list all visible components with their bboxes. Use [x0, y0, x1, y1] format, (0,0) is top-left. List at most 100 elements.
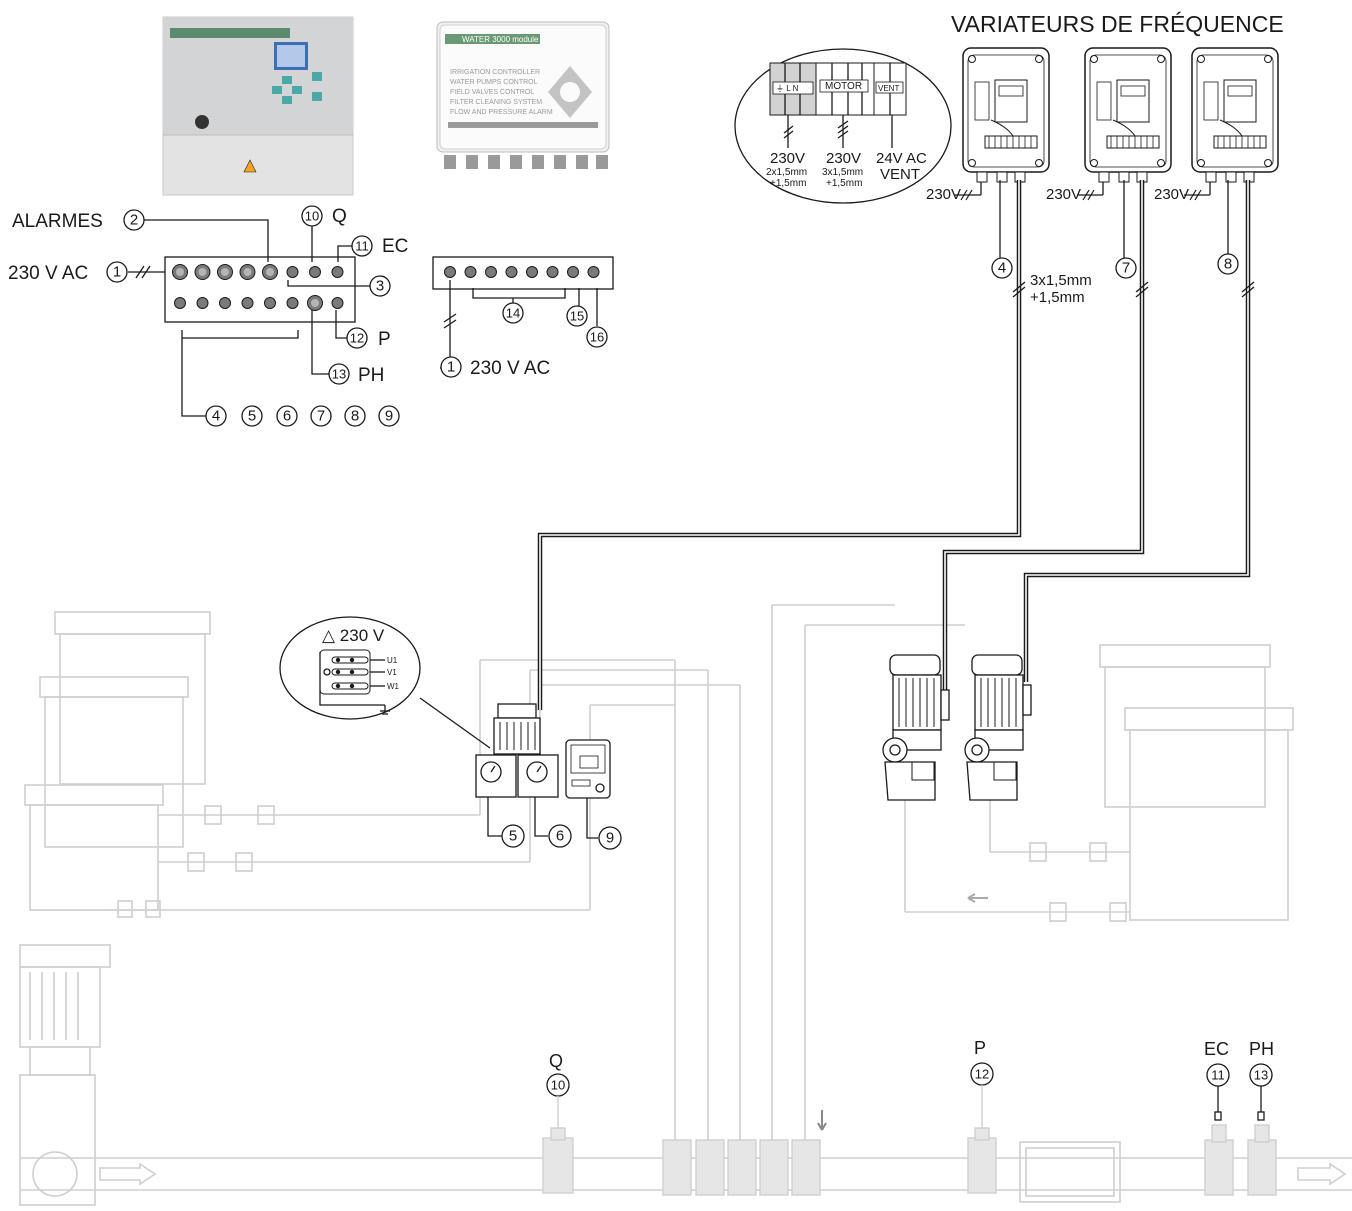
vfd-supply-tick — [1194, 189, 1202, 201]
callout-9: 9 — [385, 408, 393, 425]
block-motor-label: MOTOR — [825, 81, 862, 92]
vfd-screw — [1264, 55, 1272, 63]
vfd-dosing-pump-2 — [964, 654, 1032, 801]
vfd-screw — [1090, 55, 1098, 63]
callout-1: 1 — [113, 264, 121, 281]
motor-terminal-screw — [349, 683, 355, 689]
p-label: P — [378, 329, 391, 350]
vfd-callout-4: 4 — [998, 260, 1006, 277]
vfd-internal-wire — [1219, 119, 1243, 137]
background-hydraulics — [19, 604, 1352, 1206]
module-title: WATER 3000 module — [462, 35, 539, 44]
module-panel-line: FILTER CLEANING SYSTEM — [450, 99, 542, 106]
vfd-screw — [1035, 159, 1043, 167]
motor-terminal-screw — [335, 657, 341, 663]
vfd-screw — [968, 159, 976, 167]
terminal-gland — [485, 266, 497, 278]
vfd-display — [1116, 79, 1150, 123]
vfd-screw — [1197, 55, 1205, 63]
sensor-q-callout: 10 — [551, 1078, 565, 1093]
vfd-supply-tick — [1087, 189, 1095, 201]
inset-230v-a-sub1: 2x1,5mm — [766, 167, 807, 178]
terminal-gland — [196, 297, 209, 309]
motor-terminal-screw — [335, 669, 341, 675]
vfd-terminal-block — [984, 135, 1038, 149]
vfd-terminal-block — [1213, 135, 1267, 149]
motor-terminal-bar — [331, 656, 369, 664]
vfd-callout-7: 7 — [1122, 260, 1130, 277]
keypad — [272, 72, 322, 104]
vfd-inner-frame — [1089, 54, 1167, 168]
cable-glands — [444, 155, 608, 169]
vfd-supply-tick — [1189, 189, 1197, 201]
vfd-unit-3 — [1184, 47, 1279, 201]
terminal-gland — [546, 266, 559, 278]
vfd-unit-2 — [1077, 47, 1172, 201]
vfd-supply-tick — [965, 189, 973, 201]
vfd-gland — [1098, 171, 1110, 183]
vfd-callout-8: 8 — [1224, 256, 1232, 273]
vfd3-supply: 230V — [1154, 186, 1189, 203]
motor-terminal-screw — [349, 669, 355, 675]
left-tank-middle — [39, 676, 189, 848]
left-tank-rear — [54, 611, 211, 785]
inset-230v-a: 230V — [770, 150, 805, 167]
vfd-cables — [537, 180, 1255, 710]
vfd-relay — [1203, 81, 1219, 121]
right-terminal-strip: 1 230 V AC 14 15 16 — [432, 256, 614, 379]
dosing-pump-assembly: 5 6 — [475, 703, 572, 848]
terminal-gland — [444, 266, 456, 278]
motor-terminal-bar — [331, 682, 369, 690]
vfd-gland — [976, 171, 988, 183]
motor-terminal-inset: △ 230 V U1 V1 W1 — [279, 616, 491, 749]
callout-3: 3 — [376, 278, 384, 295]
ec-label: EC — [382, 236, 408, 257]
vfd-terminal-block — [1106, 135, 1160, 149]
sensor-p-label: P — [974, 1038, 986, 1058]
terminal-gland-core — [243, 268, 252, 276]
callout-4: 4 — [212, 408, 220, 425]
vfd-screw — [1264, 159, 1272, 167]
sensor-ec-callout: 11 — [1211, 1068, 1225, 1083]
vfd-screw — [1157, 159, 1165, 167]
pump-callout-9: 9 — [606, 830, 614, 847]
alarms-label: ALARMES — [12, 211, 103, 232]
vfd-supply-tick — [1082, 189, 1090, 201]
terminal-gland — [309, 266, 321, 278]
block-vent-label: VENT — [878, 84, 899, 93]
vfd-inner-frame — [967, 54, 1045, 168]
motor-voltage: △ 230 V — [322, 626, 385, 645]
motor-terminal-screw — [349, 657, 355, 663]
inset-vent: VENT — [880, 166, 920, 183]
inset-230v-b: 230V — [826, 150, 861, 167]
terminal-w1: W1 — [387, 682, 400, 691]
vfd-screw — [1197, 159, 1205, 167]
vfd-screw — [968, 55, 976, 63]
injection-points — [542, 1124, 1277, 1196]
terminal-gland — [587, 266, 600, 278]
terminal-gland — [331, 297, 344, 309]
callout-10: 10 — [305, 209, 319, 224]
sensor-ph-callout: 13 — [1254, 1068, 1268, 1083]
callout-14: 14 — [506, 306, 520, 321]
q-label: Q — [332, 206, 347, 227]
callout-8: 8 — [351, 408, 359, 425]
callout-6: 6 — [283, 408, 291, 425]
callout-11: 11 — [355, 239, 369, 254]
right-tank-front — [1124, 707, 1294, 921]
sensor-labels: Q 10 P 12 EC 11 PH 13 — [546, 1038, 1274, 1128]
vfd2-supply: 230V — [1046, 186, 1081, 203]
vfd-screw — [1090, 159, 1098, 167]
terminal-u1: U1 — [387, 656, 398, 665]
power-label: 230 V AC — [8, 263, 88, 284]
left-tank-front — [24, 784, 164, 911]
module-panel-line: FIELD VALVES CONTROL — [450, 89, 534, 96]
motor-terminal-bar — [331, 668, 369, 676]
right-tank-rear — [1099, 644, 1271, 808]
vfd-display — [994, 79, 1028, 123]
vfd-inner-frame — [1196, 54, 1274, 168]
cable-earth: +1,5mm — [1030, 289, 1085, 306]
terminal-gland — [331, 266, 344, 278]
